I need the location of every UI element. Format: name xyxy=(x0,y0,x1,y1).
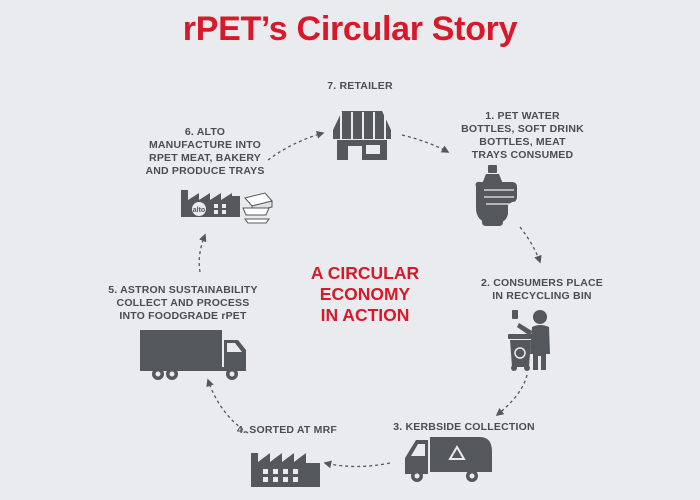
arrow-3-to-4 xyxy=(323,460,391,469)
food-trays-icon xyxy=(242,192,273,224)
step-7-label: 7. RETAILER xyxy=(327,80,393,92)
step-4-label: 4. SORTED AT MRF xyxy=(236,424,338,436)
factory-icon xyxy=(251,453,320,487)
center-slogan: A CIRCULAR ECONOMY IN ACTION xyxy=(310,263,420,325)
hand-bottle-icon xyxy=(475,165,517,226)
step-6-label: 6. ALTO MANUFACTURE INTO RPET MEAT, BAKE… xyxy=(145,126,265,177)
recycling-truck-icon xyxy=(405,437,492,482)
cycle-arrows xyxy=(198,130,542,469)
arrow-2-to-3 xyxy=(495,374,528,416)
step-2-label: 2. CONSUMERS PLACE IN RECYCLING BIN xyxy=(480,277,604,302)
step-3-label: 3. KERBSIDE COLLECTION xyxy=(393,421,535,433)
storefront-icon xyxy=(333,111,391,160)
alto-factory-icon: alto xyxy=(181,190,240,217)
person-recycling-bin-icon xyxy=(508,310,550,371)
step-5-label: 5. ASTRON SUSTAINABILITY COLLECT AND PRO… xyxy=(108,284,258,322)
arrow-7-to-1 xyxy=(401,134,450,153)
arrow-5-to-6 xyxy=(198,233,207,273)
arrow-4-to-5 xyxy=(206,378,249,434)
step-1-label: 1. PET WATER BOTTLES, SOFT DRINK BOTTLES… xyxy=(461,110,584,161)
arrow-1-to-2 xyxy=(519,226,542,264)
alto-logo: alto xyxy=(193,207,205,214)
recycle-symbol-icon xyxy=(448,445,466,460)
arrow-6-to-7 xyxy=(267,130,325,161)
semi-truck-icon xyxy=(140,330,246,380)
page-title: rPET’s Circular Story xyxy=(182,10,518,48)
